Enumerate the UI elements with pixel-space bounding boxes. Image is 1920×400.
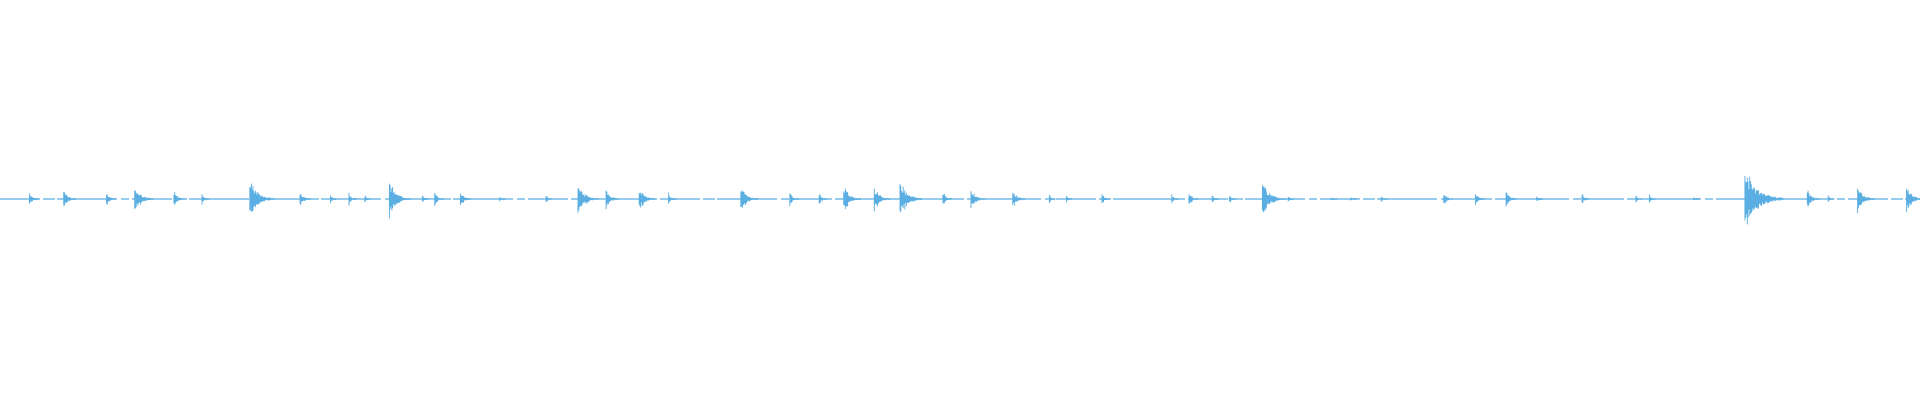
waveform-burst xyxy=(638,192,655,208)
waveform-burst xyxy=(1857,188,1875,214)
waveform-burst xyxy=(1380,196,1388,202)
waveform-burst xyxy=(1693,197,1700,201)
waveform-burst xyxy=(1261,185,1287,213)
waveform-burst xyxy=(740,190,759,208)
waveform-burst xyxy=(1581,194,1590,204)
waveform-burst xyxy=(434,193,444,206)
waveform-burst xyxy=(1211,195,1219,202)
waveform-burst xyxy=(1906,188,1920,213)
waveform-burst xyxy=(249,183,276,212)
waveform-burst xyxy=(1012,192,1026,206)
waveform-burst xyxy=(364,195,371,203)
waveform-burst xyxy=(1066,196,1073,203)
waveform-burst xyxy=(134,190,154,209)
waveform-burst xyxy=(1536,196,1543,201)
waveform-burst xyxy=(28,193,39,204)
waveform-burst xyxy=(545,196,553,203)
waveform-burst xyxy=(173,191,185,205)
waveform-burst xyxy=(63,191,77,206)
waveform-burst xyxy=(1228,196,1236,203)
waveform-burst xyxy=(873,188,890,212)
waveform-burst xyxy=(789,193,800,207)
waveform-burst xyxy=(843,188,861,210)
waveform-burst xyxy=(970,191,986,208)
waveform-burst xyxy=(421,195,429,202)
waveform-burst xyxy=(388,183,412,219)
waveform-burst xyxy=(1350,197,1357,201)
waveform-burst xyxy=(1171,194,1178,204)
waveform-burst xyxy=(818,194,827,204)
waveform-burst xyxy=(1188,194,1199,204)
waveform-burst xyxy=(1330,197,1338,201)
waveform-burst xyxy=(1827,195,1835,202)
waveform-burst xyxy=(577,188,599,213)
waveform-burst xyxy=(1744,176,1784,225)
waveform-burst xyxy=(499,197,506,202)
waveform-burst xyxy=(1287,196,1295,202)
waveform-burst xyxy=(1806,190,1820,207)
waveform-burst xyxy=(668,192,677,204)
waveform-burst xyxy=(1101,194,1110,204)
waveform-burst xyxy=(1048,194,1056,203)
waveform-burst xyxy=(1648,194,1656,203)
waveform-burst xyxy=(201,194,210,205)
waveform-burst xyxy=(348,192,357,206)
waveform-burst xyxy=(459,193,472,206)
waveform-burst xyxy=(1505,192,1517,207)
waveform-burst xyxy=(299,193,311,206)
waveform-burst xyxy=(605,190,619,209)
waveform-burst xyxy=(330,195,337,204)
waveform-burst xyxy=(1635,195,1642,203)
waveform-burst xyxy=(106,194,116,205)
waveform-burst xyxy=(899,184,924,213)
waveform-burst xyxy=(942,194,953,204)
waveform-burst xyxy=(1443,195,1453,204)
waveform-burst xyxy=(1475,194,1485,206)
